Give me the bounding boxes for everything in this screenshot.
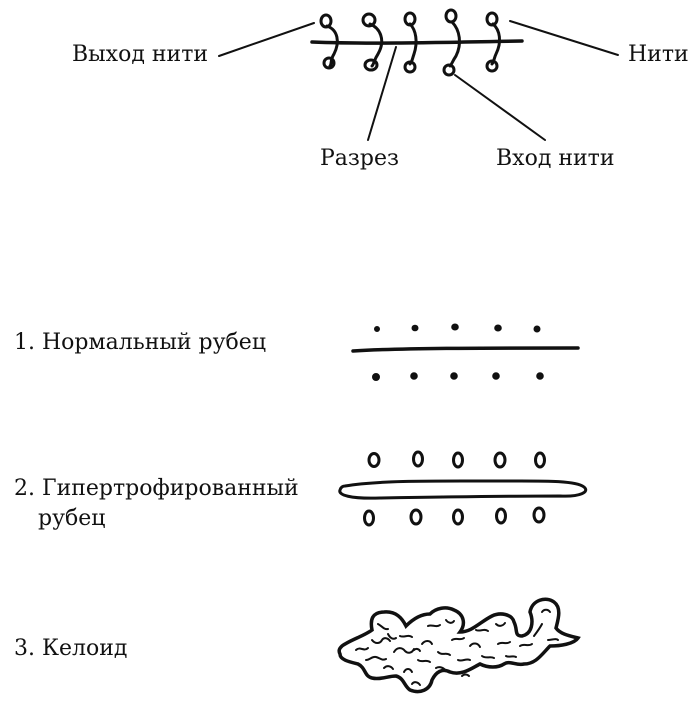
scar-type-number: 2.: [14, 476, 35, 501]
incision-line: [310, 39, 524, 45]
stitch: [403, 11, 418, 74]
label-thread-exit: Выход нити: [72, 42, 209, 67]
scar-type-name: Келоид: [42, 636, 128, 661]
scar-type-keloid: 3. Келоид: [14, 636, 127, 662]
scar-type-hypertrophic: 2. Гипертрофированный: [14, 476, 299, 502]
normal-scar-illustration: [351, 323, 580, 381]
stitch: [319, 13, 339, 70]
leader-threads: [509, 20, 619, 56]
scar-type-normal: 1. Нормальный рубец: [14, 330, 266, 356]
label-incision: Разрез: [320, 146, 400, 171]
scar-type-hypertrophic-line2: рубец: [38, 506, 106, 531]
label-threads: Нити: [628, 42, 689, 67]
label-thread-entry: Вход нити: [496, 146, 615, 171]
scar-type-name: Гипертрофированный: [42, 476, 299, 501]
scar-type-number: 1.: [14, 330, 35, 355]
keloid-illustration: [337, 597, 581, 694]
stitch: [361, 12, 384, 72]
leader-thread-entry: [454, 74, 546, 141]
suture-illustration: [218, 8, 619, 141]
leader-incision: [367, 46, 397, 141]
leader-thread-exit: [218, 22, 315, 57]
scar-type-number: 3.: [14, 636, 35, 661]
stitch: [442, 8, 461, 77]
scar-type-name: Нормальный рубец: [42, 330, 266, 355]
stitch: [485, 11, 502, 73]
hypertrophic-scar-illustration: [338, 450, 588, 527]
